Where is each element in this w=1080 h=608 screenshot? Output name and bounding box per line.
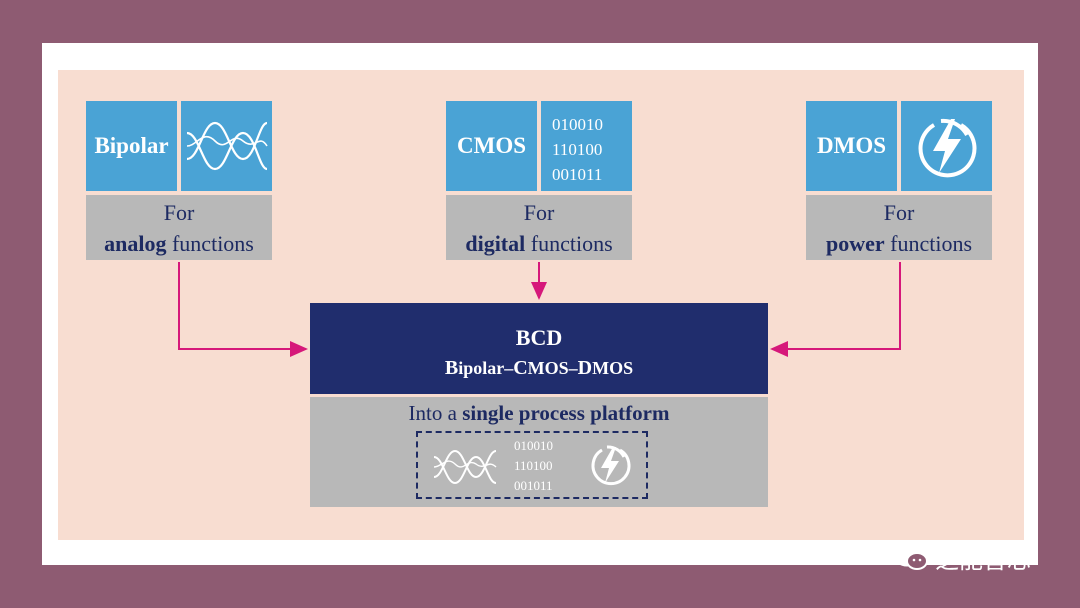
analog-wave-icon-box — [181, 101, 272, 191]
bipolar-caption-rest: functions — [166, 231, 254, 256]
bipolar-caption-line2: analog functions — [86, 228, 272, 259]
binary-row: 001011 — [514, 478, 553, 493]
dmos-label-box: DMOS — [806, 101, 897, 191]
bcd-title: BCD — [515, 325, 563, 350]
cmos-caption-line2: digital functions — [446, 228, 632, 259]
bcd-subtitle: Bipolar–CMOS–DMOS — [310, 357, 768, 380]
bcd-block: BCD Bipolar–CMOS–DMOS — [310, 303, 768, 394]
bipolar-caption-line1: For — [163, 200, 195, 225]
dmos-caption-rest: functions — [884, 231, 973, 256]
dmos-label: DMOS — [817, 133, 886, 158]
bcd-sub-b: B — [444, 357, 459, 379]
bcd-sub-d-rest: MOS — [592, 358, 634, 378]
platform-block: Into a single process platform 010010 11… — [310, 397, 768, 507]
digital-binary-box: 010010 110100 001011 — [541, 101, 632, 191]
bipolar-caption-bold: analog — [104, 231, 167, 256]
wechat-icon — [894, 545, 928, 570]
cmos-label-box: CMOS — [446, 101, 537, 191]
combined-icons-box: 010010 110100 001011 — [416, 431, 648, 499]
arrow-dmos — [770, 262, 901, 357]
binary-row: 010010 — [514, 438, 553, 453]
bcd-sub-c-rest: MOS– — [527, 358, 578, 378]
cmos-caption: For digital functions — [446, 195, 632, 260]
bcd-sub-d: D — [577, 357, 593, 379]
dmos-caption: For power functions — [806, 195, 992, 260]
bcd-sub-c: C — [513, 357, 528, 379]
binary-row: 010010 — [552, 115, 603, 134]
watermark-text: 芝能智芯 — [935, 546, 1031, 574]
arrow-bipolar — [178, 262, 308, 357]
bipolar-caption: For analog functions — [86, 195, 272, 260]
power-bolt-icon-box — [901, 101, 992, 191]
dmos-caption-line2: power functions — [806, 228, 992, 259]
bcd-sub-b-rest: ipolar– — [458, 358, 514, 378]
analog-wave-icon — [186, 121, 268, 171]
platform-title: Into a single process platform — [310, 401, 768, 426]
binary-text: 010010 110100 001011 — [552, 112, 603, 187]
analog-wave-icon-small — [433, 449, 497, 485]
binary-row: 110100 — [514, 458, 553, 473]
power-bolt-icon-small — [591, 445, 631, 486]
cmos-caption-rest: functions — [525, 231, 613, 256]
dmos-caption-line1: For — [883, 200, 915, 225]
watermark: 芝能智芯 — [893, 540, 1031, 575]
bipolar-label-box: Bipolar — [86, 101, 177, 191]
binary-row: 110100 — [552, 140, 603, 159]
platform-prefix: Into a — [408, 401, 463, 425]
platform-bold: single process platform — [462, 401, 670, 425]
cmos-label: CMOS — [457, 133, 526, 158]
bipolar-label: Bipolar — [94, 133, 169, 158]
cmos-caption-line1: For — [523, 200, 555, 225]
power-bolt-icon — [918, 118, 977, 178]
binary-text-small: 010010 110100 001011 — [514, 436, 553, 496]
binary-row: 001011 — [552, 165, 603, 184]
cmos-caption-bold: digital — [465, 231, 526, 256]
dmos-caption-bold: power — [825, 231, 885, 256]
